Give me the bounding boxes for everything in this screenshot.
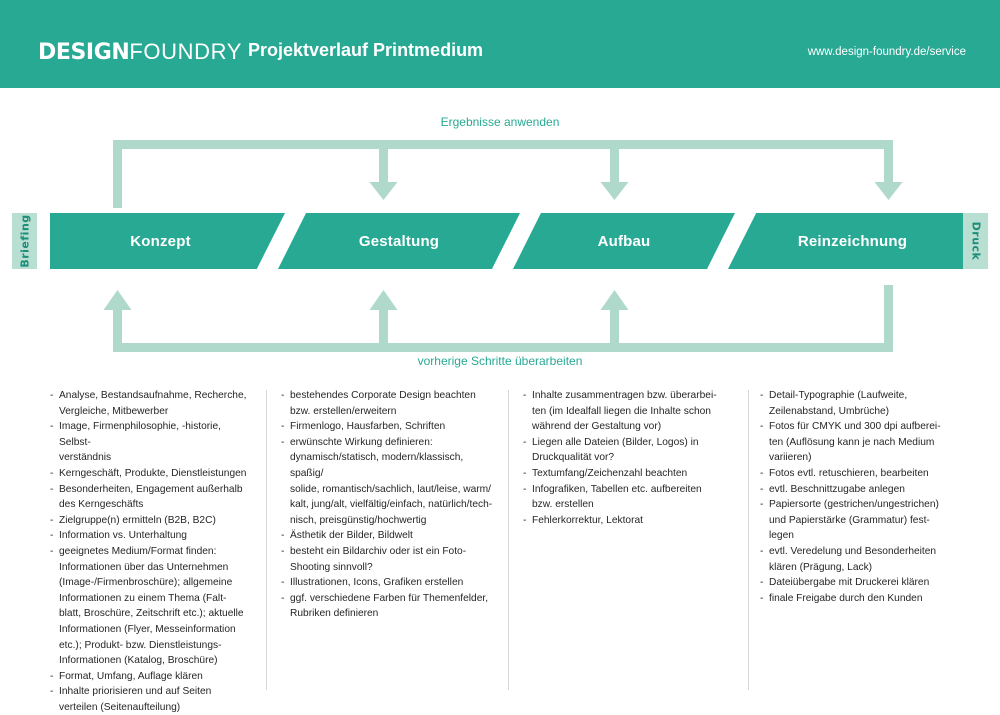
side-tab-briefing[interactable]: Briefing [12, 213, 37, 269]
list-item: finale Freigabe durch den Kunden [760, 591, 968, 607]
bottom-arrow-konzept [103, 290, 132, 352]
list-item: Detail-Typographie (Laufweite, Zeilenabs… [760, 388, 968, 419]
list-item: Fotos evtl. retuschieren, bearbeiten [760, 466, 968, 482]
top-arrow-gestaltung [369, 140, 398, 200]
aufbau-column: Inhalte zusammentragen bzw. überarbei- t… [523, 388, 738, 528]
stage-konzept-label: Konzept [130, 232, 191, 250]
list-item: Inhalte priorisieren und auf Seiten vert… [50, 684, 255, 715]
list-item: bestehendes Corporate Design beachten bz… [281, 388, 499, 419]
list-item: Illustrationen, Icons, Grafiken erstelle… [281, 575, 499, 591]
aufbau-list: Inhalte zusammentragen bzw. überarbei- t… [523, 388, 738, 528]
stage-gestaltung-label: Gestaltung [358, 232, 440, 250]
header-divider [0, 88, 1000, 92]
column-divider [748, 390, 749, 690]
list-item: Analyse, Bestandsaufnahme, Recherche, Ve… [50, 388, 255, 419]
logo-light-part: FOUNDRY [129, 39, 242, 64]
top-arrow-label: Ergebnisse anwenden [440, 115, 560, 129]
stage-aufbau-label: Aufbau [597, 232, 651, 250]
detail-columns: Analyse, Bestandsaufnahme, Recherche, Ve… [0, 388, 1000, 713]
reinzeichnung-column: Detail-Typographie (Laufweite, Zeilenabs… [760, 388, 968, 606]
reinzeichnung-list: Detail-Typographie (Laufweite, Zeilenabs… [760, 388, 968, 606]
side-tab-druck[interactable]: Druck [963, 213, 988, 269]
list-item: geeignetes Medium/Format finden: Informa… [50, 544, 255, 669]
stage-aufbau[interactable]: Aufbau [513, 213, 735, 269]
list-item: Image, Firmenphilosophie, -historie, Sel… [50, 419, 255, 466]
stage-reinzeichnung-label: Reinzeichnung [797, 232, 908, 250]
list-item: Fehlerkorrektur, Lektorat [523, 513, 738, 529]
list-item: evtl. Veredelung und Besonderheiten klär… [760, 544, 968, 575]
list-item: Format, Umfang, Auflage klären [50, 669, 255, 685]
list-item: evtl. Beschnittzugabe anlegen [760, 482, 968, 498]
brand-logo: DESIGNFOUNDRY [38, 41, 242, 64]
list-item: Zielgruppe(n) ermitteln (B2B, B2C) [50, 513, 255, 529]
logo-bold-part: DESIGN [38, 40, 130, 65]
side-tab-druck-label: Druck [969, 221, 982, 261]
top-left-stem [113, 140, 122, 208]
stage-gestaltung[interactable]: Gestaltung [278, 213, 520, 269]
list-item: Dateiübergabe mit Druckerei klären [760, 575, 968, 591]
bottom-arrow-gestaltung [369, 290, 398, 352]
konzept-list: Analyse, Bestandsaufnahme, Recherche, Ve… [50, 388, 255, 715]
bottom-arrow-aufbau [600, 290, 629, 352]
list-item: Fotos für CMYK und 300 dpi aufberei- ten… [760, 419, 968, 466]
list-item: Firmenlogo, Hausfarben, Schriften [281, 419, 499, 435]
konzept-column: Analyse, Bestandsaufnahme, Recherche, Ve… [50, 388, 255, 715]
gestaltung-column: bestehendes Corporate Design beachten bz… [281, 388, 499, 622]
top-arrow-aufbau [600, 140, 629, 200]
list-item: erwünschte Wirkung definieren: dynamisch… [281, 435, 499, 529]
bottom-right-stem [884, 285, 893, 352]
bottom-rail [113, 343, 893, 352]
list-item: besteht ein Bildarchiv oder ist ein Foto… [281, 544, 499, 575]
list-item: Liegen alle Dateien (Bilder, Logos) in D… [523, 435, 738, 466]
list-item: Papiersorte (gestrichen/ungestrichen) un… [760, 497, 968, 544]
column-divider [266, 390, 267, 690]
top-arrow-reinzeichnung [874, 140, 903, 200]
column-divider [508, 390, 509, 690]
list-item: Inhalte zusammentragen bzw. überarbei- t… [523, 388, 738, 435]
process-stage-bar: Briefing Konzept Gestaltung Aufbau Reinz… [0, 213, 1000, 269]
page-title: Projektverlauf Printmedium [248, 40, 484, 60]
list-item: Kerngeschäft, Produkte, Dienstleistungen [50, 466, 255, 482]
website-url: www.design-foundry.de/service [807, 46, 966, 58]
top-rail [113, 140, 893, 149]
list-item: Infografiken, Tabellen etc. aufbereiten … [523, 482, 738, 513]
stage-konzept[interactable]: Konzept [50, 213, 285, 269]
list-item: Textumfang/Zeichenzahl beachten [523, 466, 738, 482]
list-item: Besonderheiten, Engagement außerhalb des… [50, 482, 255, 513]
flow-arrows [103, 140, 903, 352]
list-item: Ästhetik der Bilder, Bildwelt [281, 528, 499, 544]
list-item: Information vs. Unterhaltung [50, 528, 255, 544]
page-header: DESIGNFOUNDRY Projektverlauf Printmedium… [0, 0, 1000, 88]
list-item: ggf. verschiedene Farben für Themenfelde… [281, 591, 499, 622]
bottom-arrow-label: vorherige Schritte überarbeiten [417, 354, 583, 368]
gestaltung-list: bestehendes Corporate Design beachten bz… [281, 388, 499, 622]
stage-reinzeichnung[interactable]: Reinzeichnung [728, 213, 963, 269]
side-tab-briefing-label: Briefing [18, 214, 31, 268]
